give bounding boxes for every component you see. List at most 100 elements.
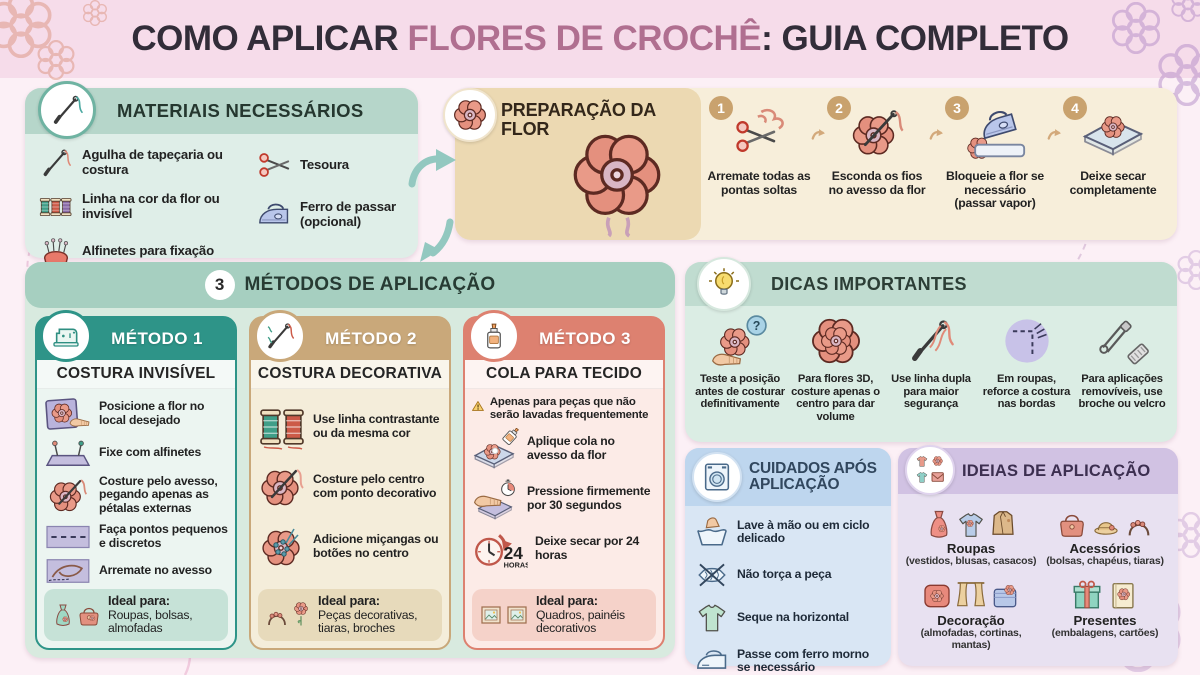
step-number: 2 — [827, 96, 851, 120]
step-number: 4 — [1063, 96, 1087, 120]
method-step: Use linha contrastante ou da mesma cor — [258, 403, 442, 451]
care-section: CUIDADOS APÓS APLICAÇÃO Lave à mão ou em… — [685, 448, 891, 674]
title-part2: : GUIA COMPLETO — [761, 19, 1069, 58]
needle-thread-icon — [267, 320, 296, 352]
press-timer-icon — [472, 477, 520, 521]
step-text: Fixe com alfinetes — [99, 445, 202, 460]
method-3-header: MÉTODO 3 — [465, 310, 663, 362]
ideal-label: Ideal para: — [318, 593, 380, 609]
idea-name: Decoração — [937, 613, 1005, 629]
tip-caption: Para aplicações removíveis, use broche o… — [1078, 373, 1166, 411]
svg-text:?: ? — [753, 319, 761, 333]
preparation-title: PREPARAÇÃO DA FLOR — [501, 100, 656, 140]
methods-header: 3 MÉTODOS DE APLICAÇÃO — [25, 262, 675, 308]
ideas-section: IDEIAS DE APLICAÇÃO Roupas (vestidos, bl… — [898, 445, 1178, 666]
curtain-icon — [955, 578, 987, 612]
title-highlight: FLORES DE CROCHÊ — [407, 19, 762, 58]
idea-detail: (bolsas, chapéus, tiaras) — [1046, 555, 1164, 567]
method-step: Fixe com alfinetes — [44, 439, 228, 467]
sew-back-icon — [44, 474, 92, 516]
method-2-steps: Use linha contrastante ou da mesma cor C… — [251, 389, 449, 571]
care-text: Não torça a peça — [737, 567, 832, 582]
svg-text:24: 24 — [504, 543, 524, 563]
method-1-badge — [40, 310, 92, 362]
step-text: Adicione miçangas ou botões no centro — [313, 532, 439, 560]
material-label: Ferro de passar (opcional) — [300, 199, 396, 229]
step-number: 3 — [945, 96, 969, 120]
care-item: Lave à mão ou em ciclo delicado — [695, 515, 885, 549]
apply-glue-icon — [472, 427, 520, 470]
care-badge — [692, 452, 742, 502]
tips-list: ? Teste a posição antes de costurar defin… — [685, 306, 1177, 424]
dry-flat-icon — [1082, 100, 1144, 166]
preparation-badge — [443, 88, 497, 142]
step-arrow-icon — [811, 129, 825, 140]
idea-detail: (almofadas, cortinas, mantas) — [920, 627, 1022, 651]
arrow-to-preparation — [408, 149, 456, 188]
tips-badge — [697, 257, 751, 311]
material-item: Tesoura — [257, 148, 412, 182]
tip-caption: Teste a posição antes de costurar defini… — [695, 373, 785, 411]
title-bar: COMO APLICAR FLORES DE CROCHÊ: GUIA COMP… — [0, 0, 1200, 78]
idea-category: Roupas (vestidos, blusas, casacos) — [904, 498, 1038, 567]
ideal-label: Ideal para: — [108, 593, 170, 609]
ideas-grid: Roupas (vestidos, blusas, casacos) Acess… — [898, 494, 1178, 651]
washing-machine-icon — [700, 460, 734, 494]
beads-icon — [258, 523, 306, 571]
flower-icon — [452, 97, 488, 133]
idea-name: Presentes — [1073, 613, 1137, 629]
thread-spools-icon — [39, 197, 72, 217]
material-item: Agulha de tapeçaria ou costura — [39, 146, 257, 180]
double-thread-icon — [905, 311, 957, 371]
headband-icon — [1124, 512, 1154, 540]
tip-item: ? Teste a posição antes de costurar defin… — [693, 311, 787, 424]
care-text: Lave à mão ou em ciclo delicado — [737, 517, 870, 545]
material-label: Linha na cor da flor ou invisível — [82, 191, 220, 221]
dress-icon — [924, 508, 954, 540]
warm-iron-icon — [695, 644, 729, 675]
preparation-section: PREPARAÇÃO DA FLOR 1 Arremate todas as p… — [443, 88, 1177, 243]
edge-reinforce-icon — [1001, 311, 1053, 371]
no-wring-icon — [695, 558, 729, 592]
method-3-warning: Apenas para peças que não serão lavadas … — [472, 396, 656, 422]
removable-pin-icon — [1094, 311, 1150, 371]
care-title: CUIDADOS APÓS APLICAÇÃO — [749, 459, 877, 493]
materials-list: Agulha de tapeçaria ou costura Linha na … — [25, 134, 418, 274]
bag-icon — [77, 604, 101, 628]
method-1-title: MÉTODO 1 — [111, 329, 203, 348]
needle-thread-icon — [49, 92, 85, 128]
method-2-title: MÉTODO 2 — [325, 329, 417, 348]
prep-step: 2 Esconda os fios no avesso da flor — [825, 96, 929, 197]
tip-caption: Em roupas, reforce a costura nas bordas — [982, 373, 1071, 411]
method-2-ideal: Ideal para:Peças decorativas, tiaras, br… — [258, 589, 442, 641]
coat-icon — [988, 506, 1018, 540]
material-label: Tesoura — [300, 156, 349, 172]
step-text: Arremate no avesso — [99, 563, 212, 578]
ideal-label: Ideal para: — [536, 593, 598, 609]
step-text: Deixe secar por 24 horas — [535, 533, 640, 562]
idea-name: Roupas — [946, 541, 996, 556]
headband-icon — [265, 605, 289, 629]
hide-threads-icon — [848, 100, 906, 166]
title-part1: COMO APLICAR — [131, 19, 408, 58]
materials-badge — [38, 81, 96, 139]
material-item: Linha na cor da flor ou invisível — [39, 190, 257, 224]
flower-illustration — [567, 126, 667, 243]
ideal-text: Peças decorativas, tiaras, broches — [318, 607, 418, 636]
care-item: Passe com ferro morno se necessário — [695, 644, 885, 675]
warning-text: Apenas para peças que não serão lavadas … — [489, 396, 649, 421]
care-list: Lave à mão ou em ciclo delicado Não torç… — [685, 506, 891, 675]
step-text: Use linha contrastante ou da mesma cor — [313, 412, 440, 440]
tip-caption: Para flores 3D, costure apenas o centro … — [791, 373, 880, 423]
hand-wash-icon — [695, 515, 729, 549]
tip-item: Use linha dupla para maior segurança — [884, 311, 978, 424]
material-label: Agulha de tapeçaria ou costura — [82, 147, 223, 177]
step-arrow-icon — [1047, 129, 1061, 140]
materials-section: MATERIAIS NECESSÁRIOS Agulha de tapeçari… — [25, 81, 418, 258]
method-2-subtitle: COSTURA DECORATIVA — [251, 360, 449, 389]
bag-icon — [1056, 510, 1088, 540]
method-2-header: MÉTODO 2 — [251, 310, 449, 362]
tips-title: DICAS IMPORTANTES — [771, 273, 967, 294]
